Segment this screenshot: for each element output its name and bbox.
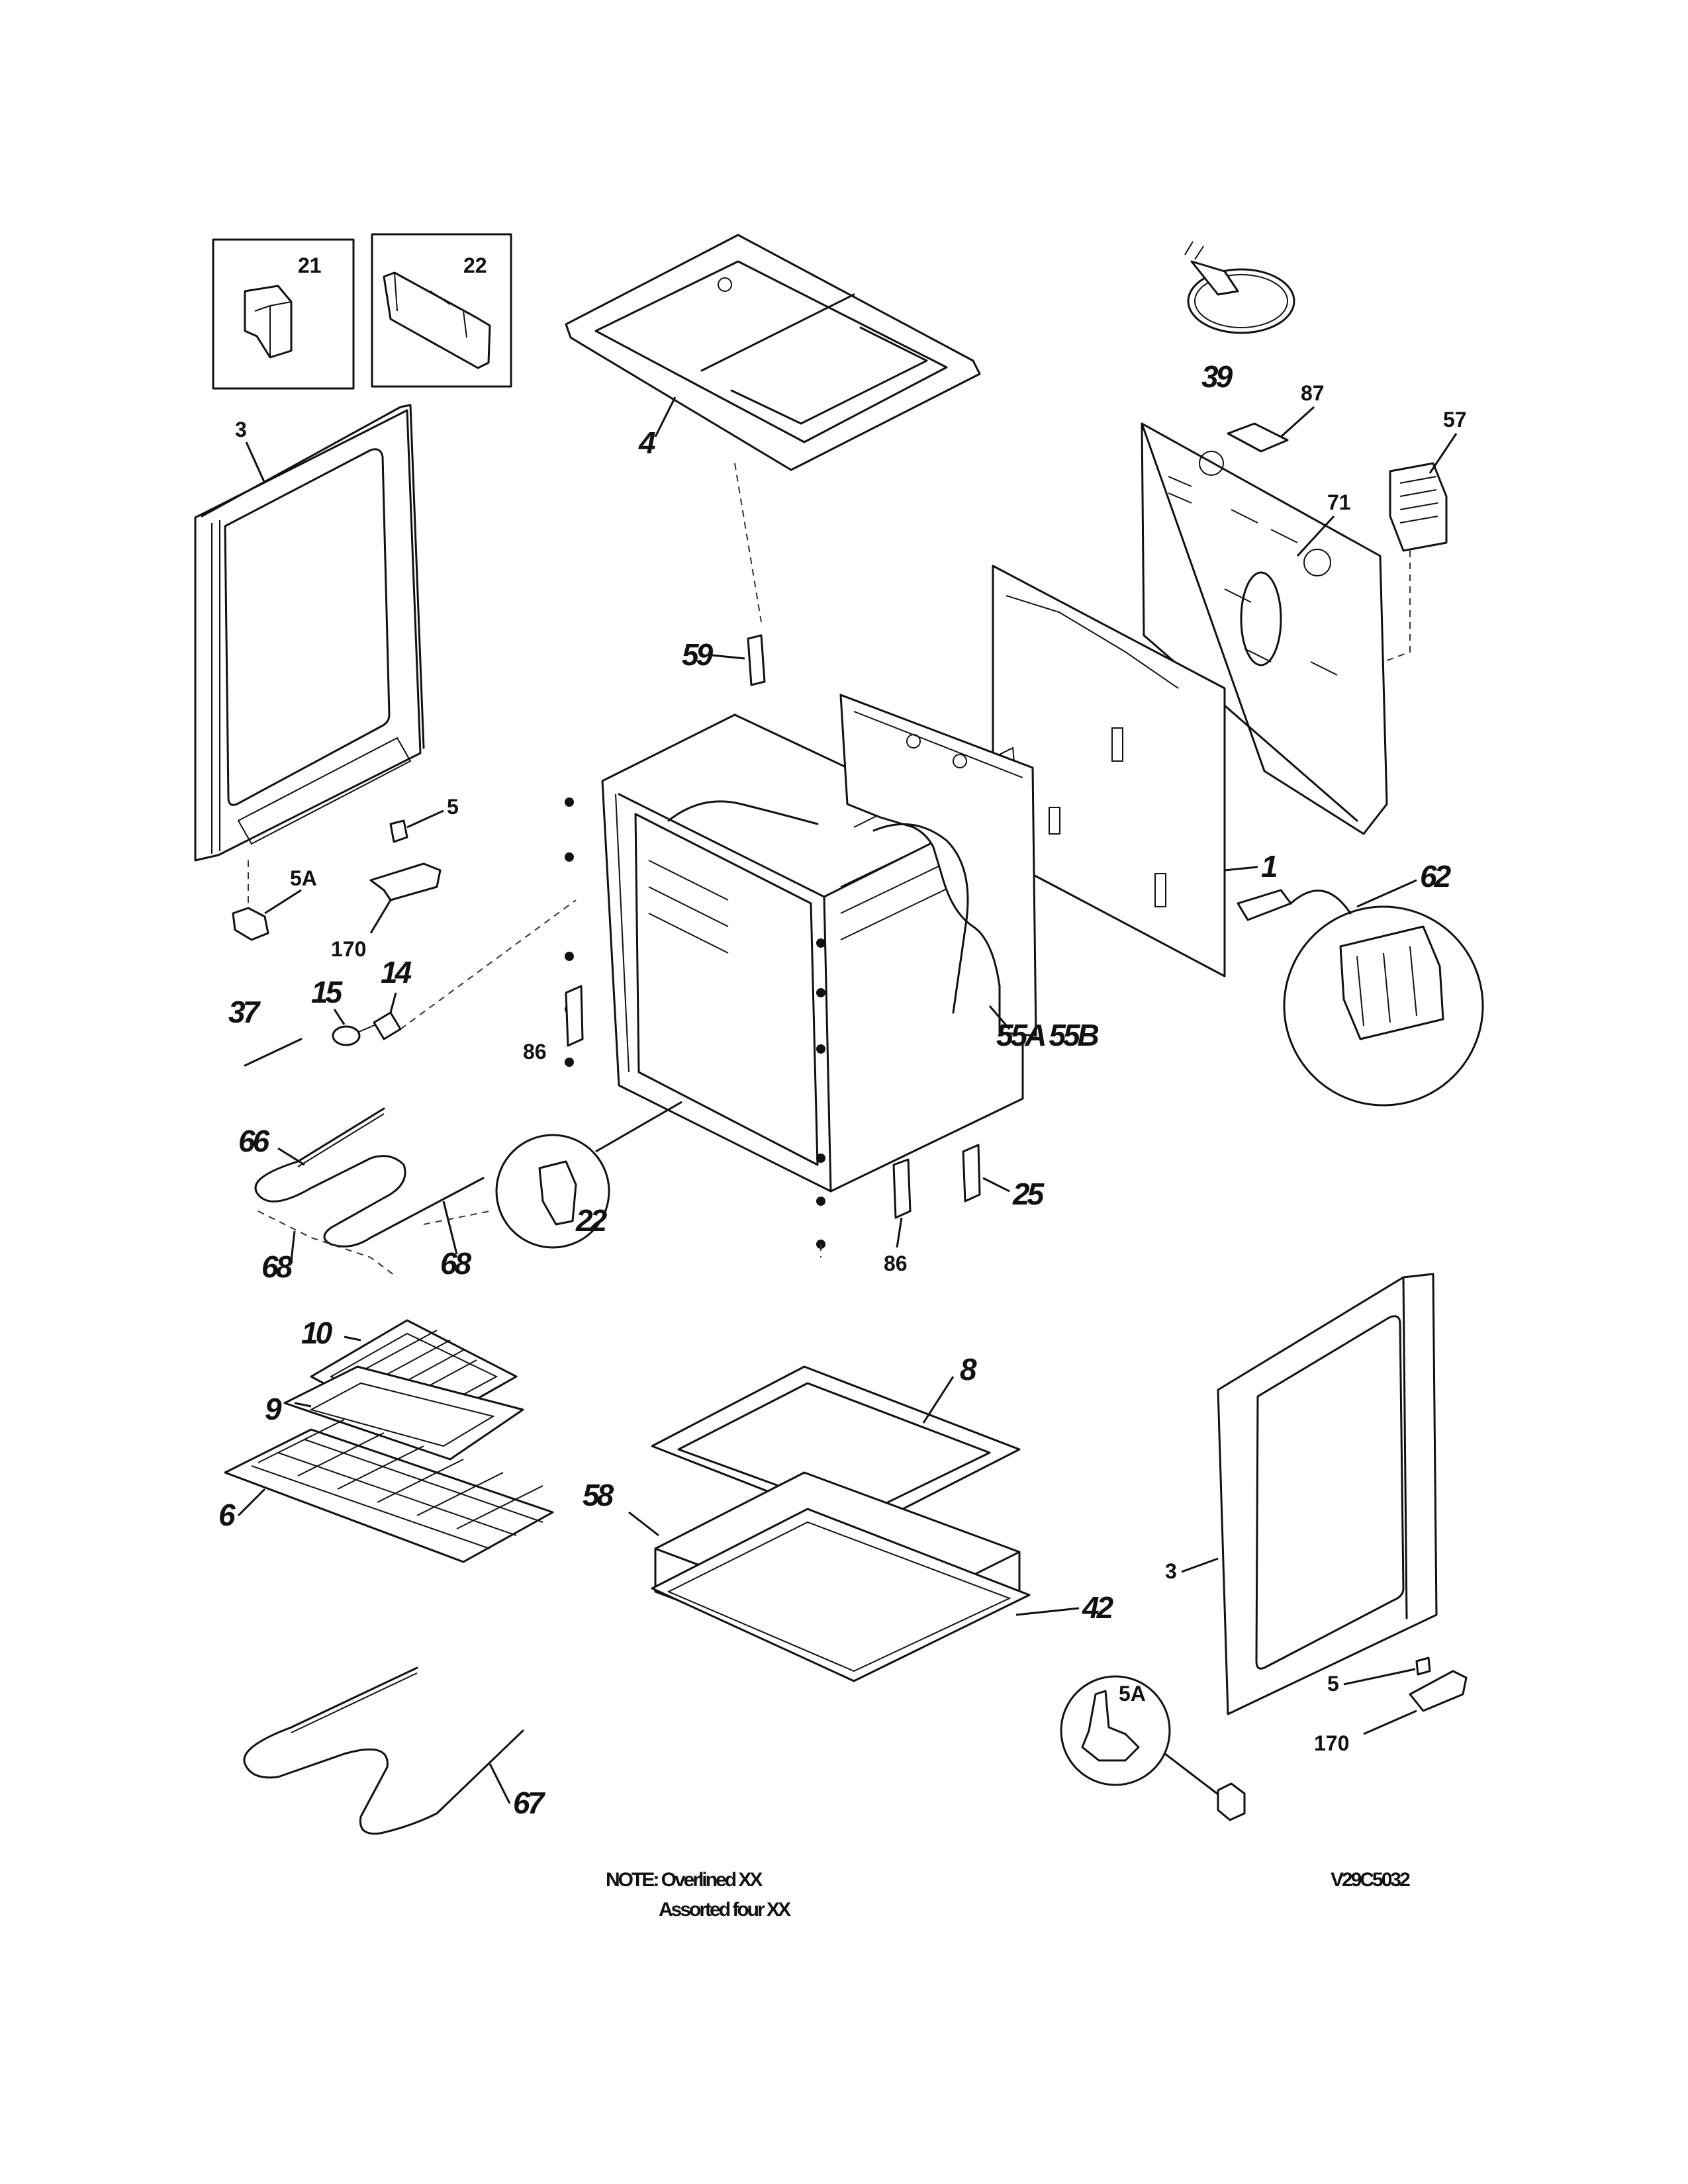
part-55a-55b-insulation: 55A 55B (667, 694, 1102, 1052)
callout-86-left: 86 (523, 1040, 547, 1064)
drawing-id: V29C5032 (1331, 1869, 1410, 1891)
part-68-wires: 68 68 (258, 1201, 491, 1284)
callout-14: 14 (381, 955, 412, 989)
callout-58: 58 (583, 1478, 614, 1512)
callout-5-top: 5 (447, 795, 459, 819)
callout-68-left: 68 (261, 1250, 293, 1284)
callout-170-bottom: 170 (1314, 1731, 1349, 1755)
part-21-inset: 21 (212, 238, 355, 390)
callout-6: 6 (218, 1498, 236, 1532)
callout-10: 10 (301, 1316, 333, 1350)
callout-86-bottom: 86 (884, 1251, 908, 1275)
callout-8: 8 (960, 1352, 977, 1387)
callout-37: 37 (228, 995, 261, 1029)
callout-5a-top: 5A (290, 866, 317, 890)
callout-22b: 22 (575, 1203, 608, 1238)
part-59-connector: 59 (682, 634, 766, 686)
callout-3-top: 3 (235, 418, 247, 441)
part-86-brackets: 86 86 (523, 985, 912, 1275)
callout-87: 87 (1301, 381, 1325, 405)
callout-71: 71 (1327, 490, 1351, 514)
callout-55a-55b: 55A 55B (996, 1018, 1099, 1052)
part-3-door-left: 3 (194, 404, 425, 862)
callout-21: 21 (298, 253, 322, 277)
callout-170-top: 170 (331, 937, 366, 961)
callout-66: 66 (238, 1124, 270, 1158)
part-1-rear-panel: 1 (992, 565, 1280, 978)
part-37-sensor: 37 (228, 995, 303, 1067)
callout-15: 15 (311, 975, 344, 1009)
callout-4: 4 (638, 426, 655, 460)
part-57-vent-cover: 57 (1383, 408, 1467, 662)
callout-25: 25 (1012, 1177, 1045, 1211)
part-22-inset: 22 (371, 233, 512, 388)
callout-62: 62 (1420, 859, 1452, 893)
part-6-oven-rack: 6 (218, 1419, 554, 1563)
part-66-broil-element: 66 (238, 1107, 485, 1248)
part-87-bracket: 87 (1227, 381, 1325, 453)
callout-59: 59 (682, 637, 714, 672)
part-4-top-panel: 4 (565, 234, 981, 623)
part-71-back-panel: 71 (1141, 422, 1388, 835)
callout-22: 22 (463, 253, 487, 277)
callout-42: 42 (1082, 1590, 1114, 1625)
callout-5-bottom: 5 (1327, 1672, 1339, 1696)
part-14-15-lamp: 15 14 (311, 899, 577, 1046)
note-line-1: NOTE: Overlined XX (606, 1869, 763, 1891)
oven-cavity-body (565, 713, 1024, 1257)
callout-9: 9 (265, 1392, 282, 1426)
part-25-bracket: 25 (962, 1144, 1048, 1211)
hinge-parts-right: 5A 5 170 (1060, 1657, 1468, 1821)
diagram-notes: NOTE: Overlined XX Assorted four XX V29C… (606, 1869, 1412, 1921)
part-42-bottom-panel: 42 (651, 1508, 1117, 1682)
part-67-bake-element: 67 (243, 1666, 549, 1835)
hinge-parts-left: 5A 5 170 (232, 795, 459, 961)
callout-1: 1 (1261, 849, 1277, 884)
callout-5a-bottom: 5A (1119, 1682, 1146, 1706)
part-3-door-right: 3 (1165, 1273, 1438, 1715)
part-22-bracket-detail: 22 (495, 1101, 682, 1249)
part-62-terminal-block: 62 (1237, 859, 1484, 1107)
callout-67: 67 (513, 1786, 546, 1820)
callout-57: 57 (1443, 408, 1467, 432)
note-line-2: Assorted four XX (659, 1899, 791, 1921)
callout-3-right: 3 (1165, 1559, 1177, 1583)
part-39-power-cord: 39 (1184, 241, 1295, 394)
callout-68-right: 68 (440, 1246, 472, 1281)
callout-39: 39 (1201, 359, 1233, 394)
